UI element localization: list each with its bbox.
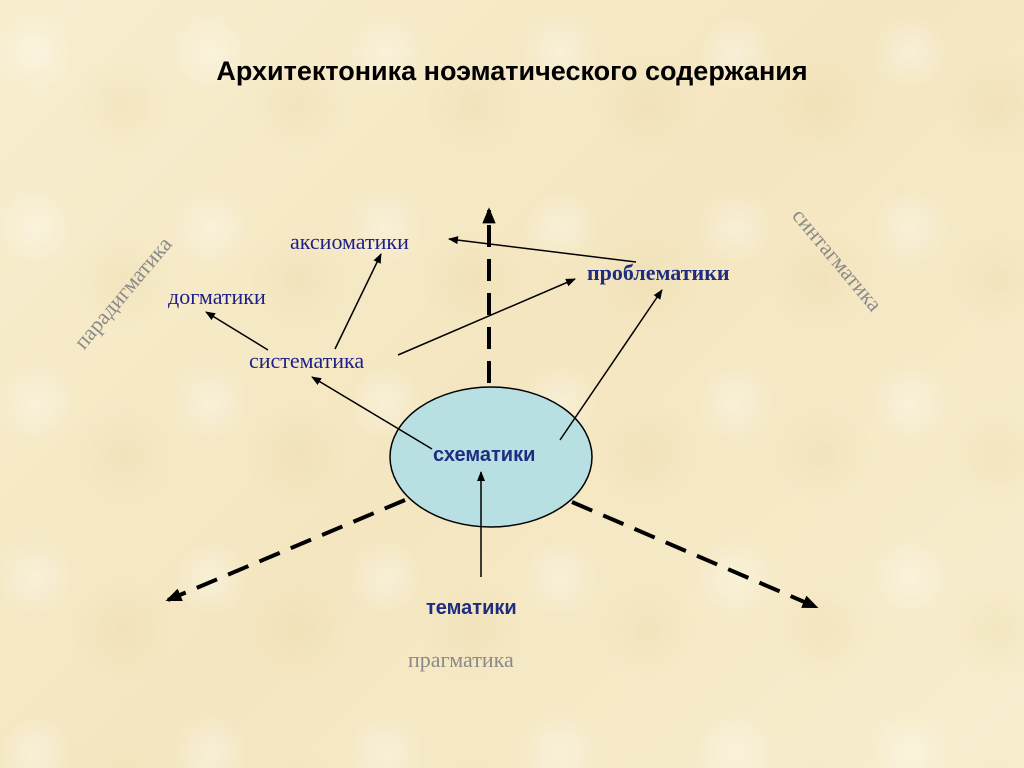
arrow-systematics-to-axiomatics xyxy=(334,253,382,350)
arrow-problematics-to-axiomatics xyxy=(448,236,637,263)
node-axiomatics: аксиоматики xyxy=(290,229,409,254)
left-axis-arrow xyxy=(165,498,406,602)
arrow-systematics-to-problematics xyxy=(397,278,576,356)
axis-label-pragmatics: прагматика xyxy=(408,647,514,672)
node-problematics: проблематики xyxy=(587,260,730,285)
node-schematics: схематики xyxy=(433,444,536,466)
arrow-schematics-to-problematics xyxy=(559,289,663,441)
node-dogmatics: догматики xyxy=(168,284,266,309)
right-axis-arrow xyxy=(571,500,819,609)
diagram-title: Архитектоника ноэматического содержания xyxy=(216,56,808,86)
node-thematics: тематики xyxy=(426,597,517,619)
arrow-systematics-to-dogmatics xyxy=(205,311,269,351)
schematics-ellipse xyxy=(389,386,593,528)
arrow-schematics-to-systematics xyxy=(311,376,433,450)
node-systematics: систематика xyxy=(249,348,365,373)
